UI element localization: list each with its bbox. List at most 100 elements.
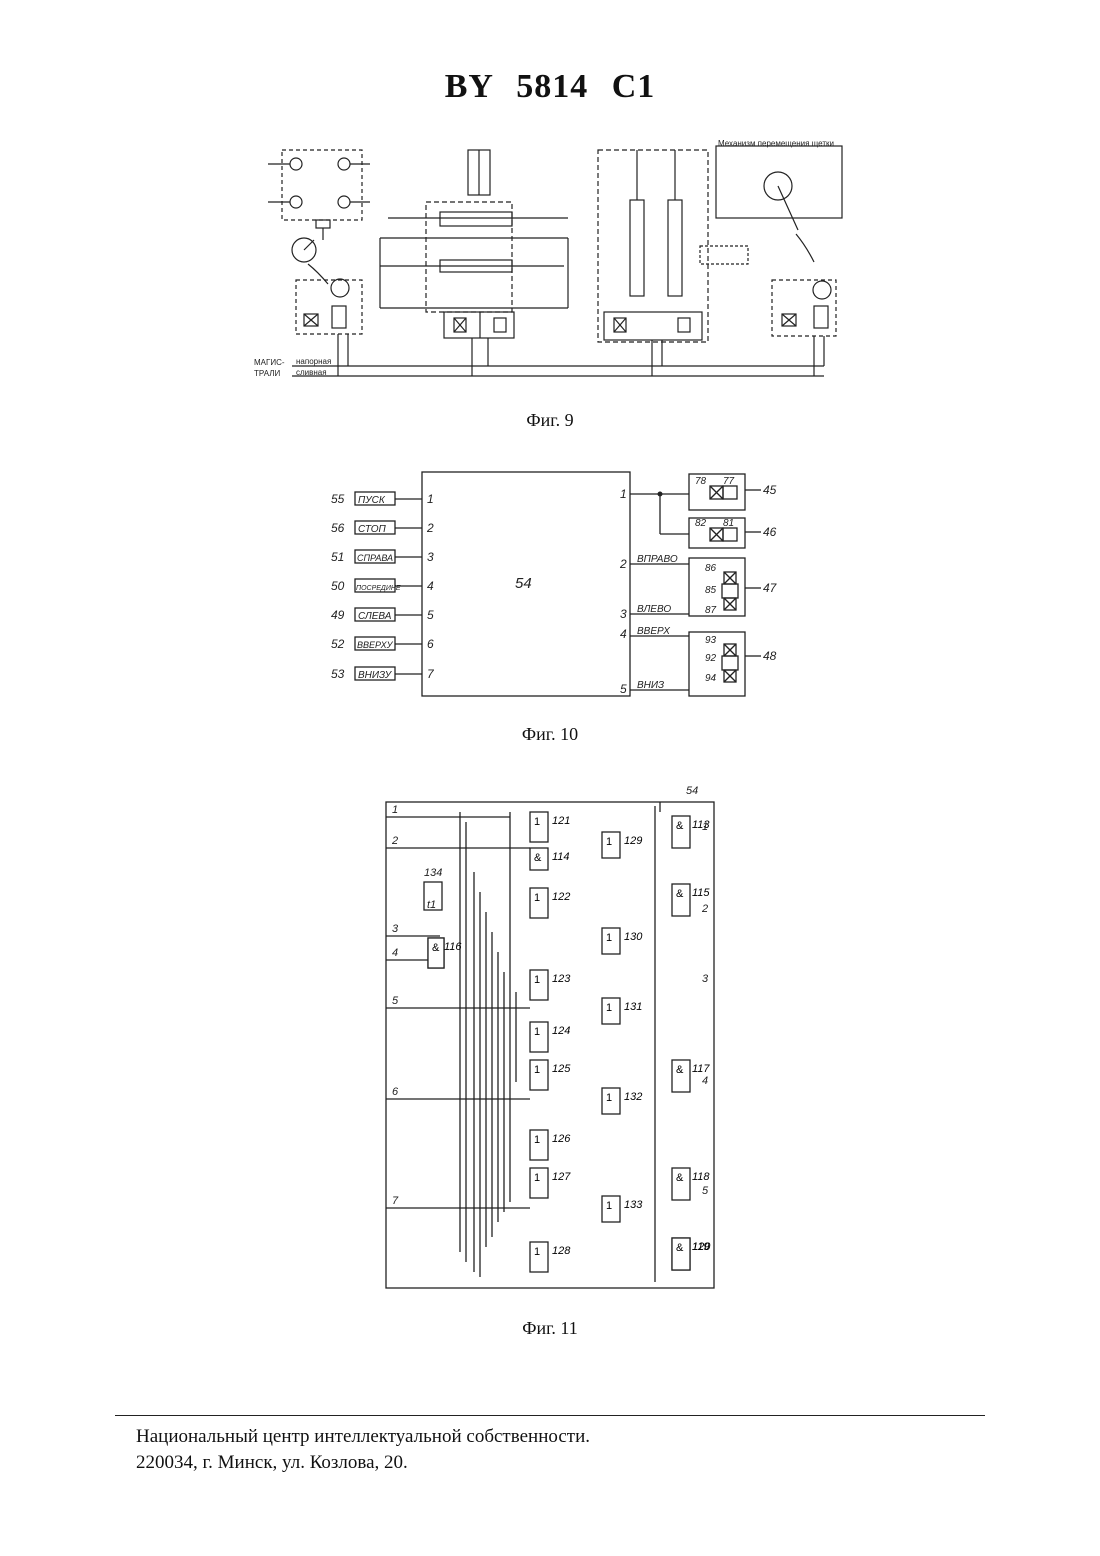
footer-divider xyxy=(115,1415,985,1416)
output-pin: 1 xyxy=(702,821,708,833)
input-pin: 3 xyxy=(427,550,434,564)
and-gate-symbol: & xyxy=(676,820,684,832)
input-label: СЛЕВА xyxy=(358,611,392,622)
and-gate-symbol: & xyxy=(676,888,684,900)
or-gate-2-symbol: 1 xyxy=(606,1200,612,1212)
output-pin: 5 xyxy=(702,1185,709,1197)
or-gate-2-ref: 131 xyxy=(624,1001,642,1013)
footer: Национальный центр интеллектуальной собс… xyxy=(136,1424,590,1476)
input-pin: 1 xyxy=(427,492,434,506)
input-label: ПОСРЕДИНЕ xyxy=(356,585,401,592)
input-ref: 52 xyxy=(331,637,345,651)
timer-label: t1 xyxy=(427,899,436,911)
valve-coil-ref: 82 xyxy=(695,518,707,529)
or-gate-ref: 127 xyxy=(552,1171,571,1183)
output-pin: 4 xyxy=(702,1075,708,1087)
or-gate-2-ref: 130 xyxy=(624,931,643,943)
or-gate-2-symbol: 1 xyxy=(606,836,612,848)
or-gate-ref: 124 xyxy=(552,1025,570,1037)
input-ref: 55 xyxy=(331,492,345,506)
or-gate-symbol: 1 xyxy=(534,892,540,904)
input-ref: 53 xyxy=(331,667,345,681)
or-gate-symbol: 1 xyxy=(534,1172,540,1184)
figure-10-drawing: 55 ПУСК 1 56 СТОП 2 51 СПРАВА 3 50 ПОСРЕ… xyxy=(325,468,785,728)
brush-mechanism-title: Механизм перемещения щетки xyxy=(718,140,834,148)
input-ref: 49 xyxy=(331,608,345,622)
valve-coil-ref: 87 xyxy=(705,605,717,616)
and-gate-ref: 116 xyxy=(444,941,462,953)
drain-line-label: сливная xyxy=(296,368,327,377)
or-gate-2-symbol: 1 xyxy=(606,1092,612,1104)
valve-ref: 45 xyxy=(763,483,777,497)
figure-10-caption: Фиг. 10 xyxy=(0,724,1100,745)
input-label: СТОП xyxy=(358,524,387,535)
or-gate-ref: 128 xyxy=(552,1245,571,1257)
or-gate-ref: 122 xyxy=(552,891,570,903)
input-pin: 2 xyxy=(426,521,434,535)
input-ref: 56 xyxy=(331,521,345,535)
input-label: СПРАВА xyxy=(357,553,393,563)
input-pin: 6 xyxy=(392,1086,399,1098)
output-pin: 4 xyxy=(620,627,627,641)
output-pin: 1 xyxy=(620,487,627,501)
output-label: ВНИЗ xyxy=(637,680,664,691)
or-gate-symbol: 1 xyxy=(534,974,540,986)
input-label: ВНИЗУ xyxy=(358,670,393,681)
input-pin: 6 xyxy=(427,637,434,651)
valve-coil-ref: 85 xyxy=(705,585,717,596)
output-pin: 3 xyxy=(702,973,709,985)
input-pin: 5 xyxy=(392,995,399,1007)
or-gate-ref: 123 xyxy=(552,973,571,985)
or-gate-ref: 125 xyxy=(552,1063,571,1075)
or-gate-symbol: 1 xyxy=(534,1064,540,1076)
figure-11-caption: Фиг. 11 xyxy=(0,1318,1100,1339)
input-pin: 3 xyxy=(392,923,399,935)
or-gate-symbol: 1 xyxy=(534,1134,540,1146)
output-pin: 2 xyxy=(701,903,708,915)
figure-9-caption: Фиг. 9 xyxy=(0,410,1100,431)
input-label: ПУСК xyxy=(358,495,386,506)
output-pin: 2 xyxy=(619,557,627,571)
input-pin: 7 xyxy=(427,667,435,681)
output-label: ВПРАВО xyxy=(637,554,678,565)
valve-coil-ref: 86 xyxy=(705,563,717,574)
timer-ref: 134 xyxy=(424,867,442,879)
valve-ref: 47 xyxy=(763,581,778,595)
figure-11-drawing: 11211122112311241125112611271128&113&114… xyxy=(380,782,725,1294)
and-gate-symbol: & xyxy=(676,1172,684,1184)
or-gate-2-symbol: 1 xyxy=(606,1002,612,1014)
valve-ref: 46 xyxy=(763,525,777,539)
valve-coil-ref: 92 xyxy=(705,653,717,664)
and-gate-symbol: & xyxy=(432,942,440,954)
mains-label: МАГИС- xyxy=(254,358,285,367)
or-gate-2-symbol: 1 xyxy=(606,932,612,944)
valve-coil-ref: 94 xyxy=(705,673,717,684)
mains-label-2: ТРАЛИ xyxy=(254,369,280,378)
input-pin: 1 xyxy=(392,804,398,816)
and-gate-ref: 115 xyxy=(692,887,710,899)
patent-number: BY 5814 C1 xyxy=(0,68,1100,106)
or-gate-2-ref: 132 xyxy=(624,1091,642,1103)
valve-ref: 48 xyxy=(763,649,777,663)
output-label: ВВЕРХ xyxy=(637,626,670,637)
and-gate-symbol: & xyxy=(676,1242,684,1254)
and-gate-ref: 118 xyxy=(692,1171,710,1183)
footer-line-2: 220034, г. Минск, ул. Козлова, 20. xyxy=(136,1450,590,1476)
and-gate-ref: 117 xyxy=(692,1063,710,1075)
valve-coil-ref: 93 xyxy=(705,635,717,646)
or-gate-2-ref: 129 xyxy=(624,835,642,847)
or-gate-symbol: 1 xyxy=(534,816,540,828)
output-label: ВЛЕВО xyxy=(637,604,671,615)
or-gate-2-ref: 133 xyxy=(624,1199,643,1211)
and-gate-symbol: & xyxy=(534,852,542,864)
or-gate-ref: 121 xyxy=(552,815,570,827)
or-gate-symbol: 1 xyxy=(534,1026,540,1038)
input-pin: 2 xyxy=(391,835,398,847)
valve-coil-ref: 77 xyxy=(723,476,735,487)
output-pin: 5 xyxy=(620,682,627,696)
input-label: ВВЕРХУ xyxy=(357,640,394,650)
input-pin: 5 xyxy=(427,608,434,622)
figure-9-drawing: МАГИС- ТРАЛИ напорная сливная Механизм п… xyxy=(248,140,848,382)
and-gate-symbol: & xyxy=(676,1064,684,1076)
input-pin: 4 xyxy=(427,579,434,593)
